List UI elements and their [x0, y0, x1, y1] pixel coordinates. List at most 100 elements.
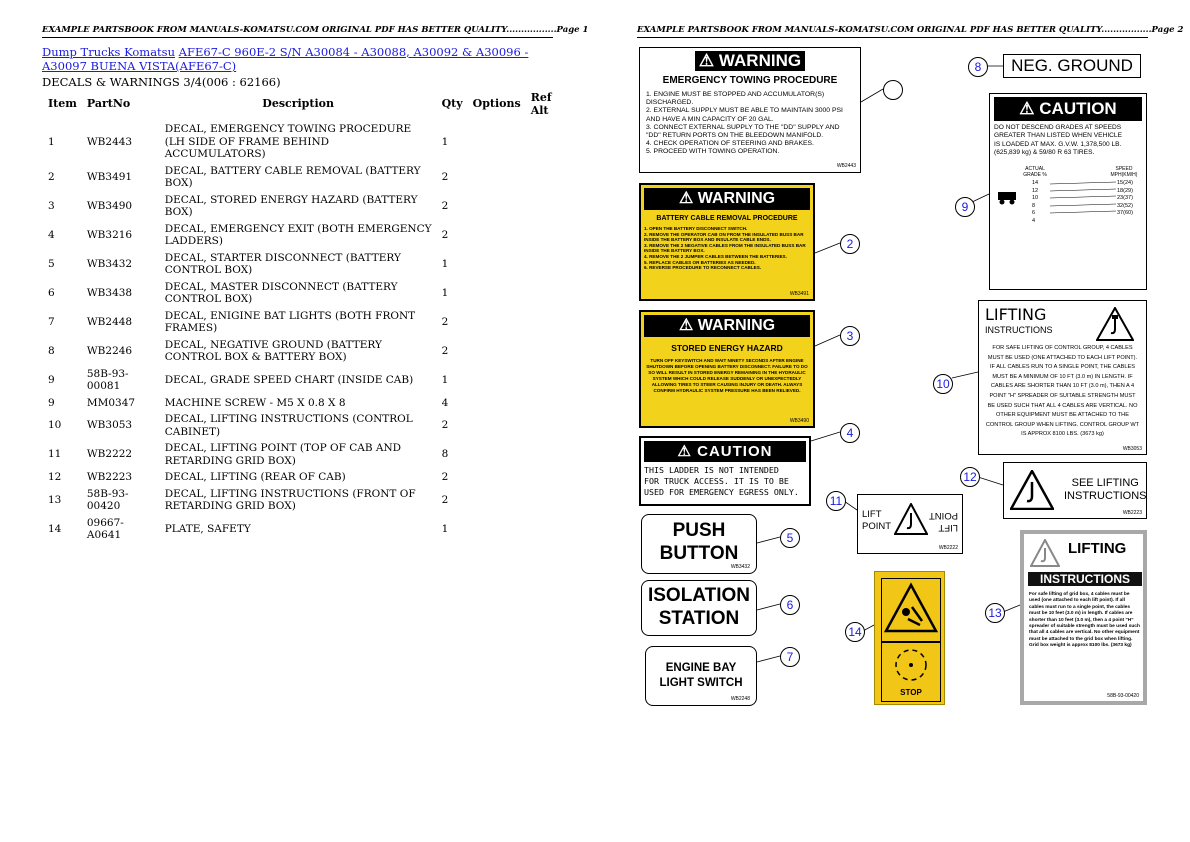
grade-chart-lines [998, 181, 1117, 214]
cell-item: 3 [48, 199, 55, 212]
cell-qty: 2 [441, 228, 449, 241]
callout-10: 10 [933, 374, 953, 394]
decal-code: 58B-93-00420 [1107, 693, 1139, 699]
cell-qty: 2 [441, 344, 449, 357]
cell-qty: 2 [441, 493, 449, 506]
plate-top-panel [881, 578, 941, 642]
breadcrumb: Dump Trucks Komatsu AFE67-C 960E-2 S/N A… [42, 45, 562, 73]
decal-9-title: ⚠ CAUTION [994, 97, 1142, 121]
callout-7: 7 [780, 647, 800, 667]
cell-options [467, 279, 525, 308]
decal-stored-energy-hazard: ⚠ WARNING STORED ENERGY HAZARD TURN OFF … [639, 310, 815, 428]
decal-1-steps: 1. ENGINE MUST BE STOPPED AND ACCUMULATO… [646, 91, 843, 156]
decal-emergency-exit-caution: ⚠ CAUTION THIS LADDER IS NOT INTENDED FO… [639, 436, 811, 506]
cell-description: DECAL, LIFTING POINT (TOP OF CAB AND RET… [164, 442, 402, 467]
cell-qty: 1 [441, 286, 449, 299]
warning-triangle-icon: ⚠ [678, 317, 694, 334]
decal-2-steps: 1. OPEN THE BATTERY DISCONNECT SWITCH. 2… [644, 226, 806, 271]
callout-12: 12 [960, 467, 980, 487]
decal-9-fineprint: ​ [994, 244, 1142, 249]
decal-code: WB3490 [789, 418, 809, 424]
cell-partno: WB3438 [86, 286, 133, 299]
decal-lifting-instructions-control: LIFTING INSTRUCTIONS FOR SAFE LIFTING OF… [978, 300, 1147, 455]
decal-10-subtitle: INSTRUCTIONS [985, 325, 1053, 335]
decal-9-text: DO NOT DESCEND GRADES AT SPEEDS GREATER … [994, 124, 1122, 157]
cell-ref-alt [525, 279, 562, 308]
cell-partno: WB2223 [86, 471, 133, 483]
cell-options [467, 440, 525, 469]
cell-ref-alt [525, 411, 562, 440]
cell-qty: 2 [441, 199, 449, 212]
lifting-hook-icon [1030, 539, 1060, 567]
callout-11: 11 [826, 491, 846, 511]
cell-description: DECAL, BATTERY CABLE REMOVAL (BATTERY BO… [164, 164, 421, 190]
plate-bottom-panel: STOP [881, 642, 941, 702]
decal-10-body: FOR SAFE LIFTING OF CONTROL GROUP, 4 CAB… [985, 345, 1140, 438]
breadcrumb-link-dump-trucks[interactable]: Dump Trucks Komatsu [42, 45, 175, 59]
cell-item: 9 [48, 373, 55, 386]
cell-ref-alt [525, 515, 562, 544]
page-header: EXAMPLE PARTSBOOK FROM MANUALS-KOMATSU.C… [42, 25, 588, 38]
cell-partno: WB3216 [86, 228, 133, 241]
callout-14: 14 [845, 622, 865, 642]
cell-qty: 1 [441, 522, 449, 535]
cell-description: DECAL, MASTER DISCONNECT (BATTERY CONTRO… [164, 280, 398, 306]
grade-values: 14 12 10 8 6 4 [1032, 180, 1039, 224]
decal-6-text: ISOLATION STATION [647, 585, 751, 629]
cell-ref-alt [525, 221, 562, 250]
cell-options [467, 121, 525, 163]
page-header: EXAMPLE PARTSBOOK FROM MANUALS-KOMATSU.C… [637, 25, 1183, 38]
lifting-hook-icon [894, 503, 928, 535]
page-1: EXAMPLE PARTSBOOK FROM MANUALS-KOMATSU.C… [42, 25, 588, 544]
decal-5-text: PUSH BUTTON [659, 520, 739, 564]
decal-10-title: LIFTING [985, 305, 1047, 324]
table-row: 6 WB3438 DECAL, MASTER DISCONNECT (BATTERY… [42, 279, 562, 308]
cell-description: PLATE, SAFETY [164, 522, 251, 535]
cell-description: DECAL, GRADE SPEED CHART (INSIDE CAB) [164, 373, 414, 386]
page-2: EXAMPLE PARTSBOOK FROM MANUALS-KOMATSU.C… [595, 0, 1190, 842]
hand-hazard-icon [883, 582, 939, 633]
cell-item: 6 [48, 286, 55, 299]
cell-description: DECAL, STORED ENERGY HAZARD (BATTERY BOX… [164, 193, 418, 219]
cell-item: 12 [48, 471, 62, 483]
warning-triangle-icon: ⚠ [1019, 99, 1035, 118]
decal-1-title: ⚠ WARNING [695, 51, 805, 71]
cell-description: DECAL, EMERGENCY EXIT (BOTH EMERGENCY LA… [164, 222, 432, 248]
callout-8: 8 [968, 57, 988, 77]
decal-code: WB2443 [836, 163, 856, 169]
cell-partno: WB2246 [86, 344, 133, 357]
cell-qty: 4 [441, 396, 449, 409]
cell-description: DECAL, EMERGENCY TOWING PROCEDURE (LH SI… [164, 123, 412, 160]
cell-ref-alt [525, 440, 562, 469]
cell-partno: WB3490 [86, 199, 133, 212]
decal-emergency-towing: ⚠ WARNING EMERGENCY TOWING PROCEDURE 1. … [639, 47, 861, 173]
decal-code: WB2223 [1122, 510, 1142, 516]
decal-7-text: ENGINE BAY LIGHT SWITCH [659, 662, 743, 689]
cell-partno: MM0347 [86, 396, 136, 409]
callout-13: 13 [985, 603, 1005, 623]
cell-options [467, 411, 525, 440]
decal-13-title: LIFTING [1068, 540, 1127, 557]
cell-partno: WB2443 [86, 135, 133, 148]
cell-ref-alt [525, 395, 562, 412]
decal-push-button: PUSH BUTTON WB3432 [641, 514, 757, 574]
cell-options [467, 486, 525, 515]
cell-partno: WB3432 [86, 257, 133, 270]
cell-partno: 58B-93-00081 [86, 367, 129, 393]
table-row: 9 58B-93-00081 DECAL, GRADE SPEED CHART (I… [42, 366, 562, 395]
decal-2-title: ⚠ WARNING [644, 188, 810, 210]
callout-3: 3 [840, 326, 860, 346]
cell-description: MACHINE SCREW - M5 X 0.8 X 8 [164, 396, 346, 409]
breadcrumb-link-model[interactable]: AFE67-C 960E-2 S/N A30084 - A30088, A300… [42, 45, 529, 73]
cell-description: DECAL, LIFTING INSTRUCTIONS (FRONT OF RE… [164, 487, 416, 513]
table-header-row: Item PartNo Description Qty Options Ref … [42, 90, 562, 121]
decal-3-body: TURN OFF KEYSWITCH AND WAIT NINETY SECON… [646, 358, 808, 393]
